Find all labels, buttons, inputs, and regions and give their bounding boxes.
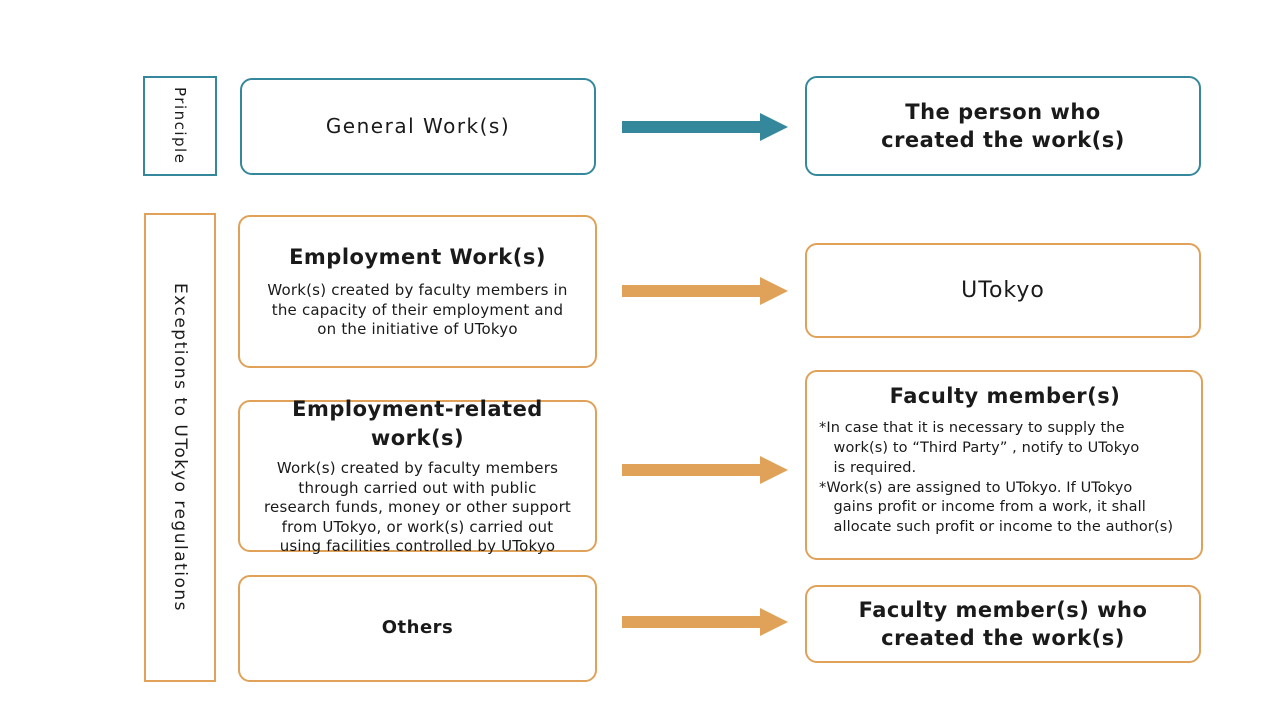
employment-related-title: Employment-related work(s): [292, 397, 543, 450]
box-general-works: General Work(s): [240, 78, 596, 175]
faculty-note-third-party: *In case that it is necessary to supply …: [819, 420, 1140, 476]
faculty-members-title: Faculty member(s): [889, 384, 1121, 408]
exceptions-label-box: Exceptions to UTokyo regulations: [144, 213, 216, 682]
general-works-title: General Work(s): [325, 114, 511, 138]
box-utokyo: UTokyo: [805, 243, 1201, 338]
faculty-note-assignment: *Work(s) are assigned to UTokyo. If UTok…: [819, 479, 1174, 535]
employment-works-title: Employment Work(s): [289, 245, 546, 270]
person-who-created-title: The person who created the work(s): [881, 99, 1125, 152]
principle-label-box: Principle: [143, 76, 217, 176]
arrow-employment-related-to-faculty: [622, 456, 788, 484]
arrow-employment-to-utokyo: [622, 277, 788, 305]
employment-related-description: Work(s) created by faculty members throu…: [263, 459, 572, 556]
box-person-who-created: The person who created the work(s): [805, 76, 1201, 176]
faculty-members-who-created-title: Faculty member(s) who created the work(s…: [858, 597, 1148, 650]
exceptions-label: Exceptions to UTokyo regulations: [170, 282, 190, 613]
principle-label: Principle: [171, 87, 189, 165]
box-employment-related-works: Employment-related work(s) Work(s) creat…: [238, 397, 597, 555]
employment-works-description: Work(s) created by faculty members in th…: [267, 281, 568, 339]
box-employment-works: Employment Work(s) Work(s) created by fa…: [238, 215, 597, 368]
utokyo-title: UTokyo: [961, 277, 1045, 303]
arrow-others-to-faculty: [622, 608, 788, 636]
others-title: Others: [381, 617, 454, 639]
box-faculty-members: Faculty member(s) *In case that it is ne…: [805, 370, 1203, 560]
faculty-members-notes: *In case that it is necessary to supply …: [819, 419, 1191, 537]
box-faculty-members-who-created: Faculty member(s) who created the work(s…: [805, 585, 1201, 663]
arrow-general-to-person: [622, 113, 788, 141]
box-others: Others: [238, 575, 597, 682]
